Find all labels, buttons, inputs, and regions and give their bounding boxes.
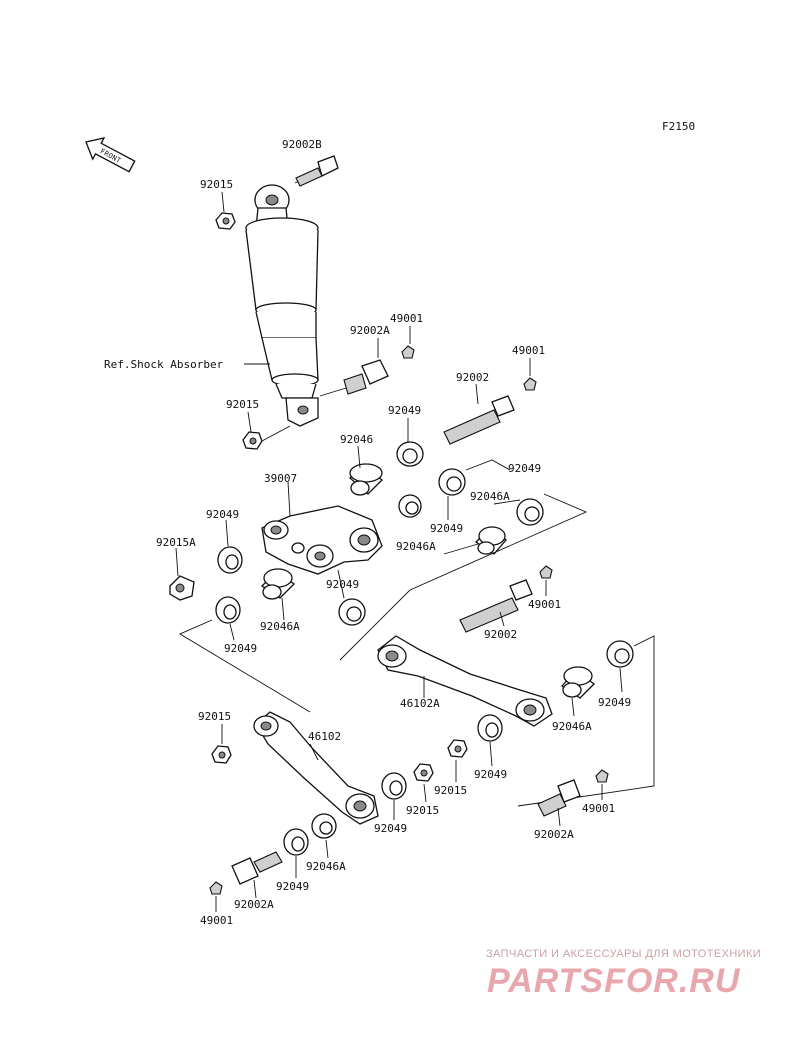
bushing-92046A-e — [311, 813, 337, 839]
nut-92015-mid — [413, 763, 434, 782]
label-92049-c: 92049 — [430, 522, 463, 535]
label-92046A-b: 92046A — [396, 540, 436, 553]
label-92002-mid: 92002 — [484, 628, 517, 641]
washer-92049-j — [283, 828, 309, 856]
grease-nipple-49001-upper — [401, 345, 415, 359]
label-92049-e: 92049 — [326, 578, 359, 591]
bolt-92002A-bottom — [231, 851, 283, 885]
washer-92049-h — [381, 772, 407, 800]
watermark-logo: PARTSFOR.RU — [487, 962, 741, 1000]
label-92049-h: 92049 — [374, 822, 407, 835]
watermark-tagline: ЗАПЧАСТИ И АКСЕССУАРЫ ДЛЯ МОТОТЕХНИКИ — [486, 948, 762, 960]
washer-92049-g — [606, 640, 634, 668]
bushing-92046A-c — [260, 568, 296, 600]
label-92046A-d: 92046A — [552, 720, 592, 733]
bushing-92046A-b — [474, 526, 507, 555]
bolt-92002-upper — [443, 395, 515, 445]
label-92015-mid: 92015 — [406, 804, 439, 817]
label-92002-upper: 92002 — [456, 371, 489, 384]
washer-92049-b — [438, 468, 466, 496]
washer-92049-f — [215, 596, 241, 624]
label-92049-j: 92049 — [276, 880, 309, 893]
washer-92049-e — [338, 598, 366, 626]
label-92049-g: 92049 — [598, 696, 631, 709]
washer-92049-b2 — [516, 498, 544, 526]
figure-code: F2150 — [662, 120, 695, 133]
label-92049-f: 92049 — [224, 642, 257, 655]
label-92046A-a: 92046A — [470, 490, 510, 503]
rocker-arm-39007 — [261, 505, 383, 575]
washer-92049-a — [396, 441, 424, 467]
label-92049-b: 92049 — [508, 462, 541, 475]
nut-92015-top — [215, 212, 236, 230]
bolt-92002A-low — [537, 779, 581, 817]
label-49001-right: 49001 — [512, 344, 545, 357]
shock-absorber — [245, 184, 319, 427]
label-46102: 46102 — [308, 730, 341, 743]
nut-92015-shock — [242, 431, 263, 450]
bushing-92046A-d — [561, 666, 595, 699]
label-39007: 39007 — [264, 472, 297, 485]
bushing-92046 — [349, 463, 383, 496]
label-92002A-bottom: 92002A — [234, 898, 274, 911]
label-92002A-low: 92002A — [534, 828, 574, 841]
label-92015A: 92015A — [156, 536, 196, 549]
label-92015-right: 92015 — [434, 784, 467, 797]
label-92002A-upper: 92002A — [350, 324, 390, 337]
link-46102 — [253, 711, 379, 825]
label-92046A-e: 92046A — [306, 860, 346, 873]
label-92049-a: 92049 — [388, 404, 421, 417]
washer-92049-d — [217, 546, 243, 574]
grease-nipple-49001-low — [595, 769, 609, 783]
bolt-92002-mid — [459, 579, 533, 633]
label-49001-bottom: 49001 — [200, 914, 233, 927]
label-92015-top: 92015 — [200, 178, 233, 191]
nut-92015-link — [211, 745, 232, 764]
bushing-92046A-a — [398, 494, 422, 518]
label-49001-upper: 49001 — [390, 312, 423, 325]
grease-nipple-49001-right — [523, 377, 537, 391]
label-92049-d: 92049 — [206, 508, 239, 521]
label-92002B: 92002B — [282, 138, 322, 151]
label-92046: 92046 — [340, 433, 373, 446]
bolt-92002B — [294, 155, 339, 187]
label-46102A: 46102A — [400, 697, 440, 710]
label-49001-mid: 49001 — [528, 598, 561, 611]
ref-shock-absorber-label: Ref.Shock Absorber — [104, 358, 224, 371]
label-92015-link: 92015 — [198, 710, 231, 723]
bolt-92002A-upper — [319, 359, 389, 397]
front-arrow-icon: FRONT — [85, 137, 136, 173]
label-92046A-c: 92046A — [260, 620, 300, 633]
washer-92049-i — [477, 714, 503, 742]
tie-rod-46102A — [377, 635, 553, 727]
label-92049-i: 92049 — [474, 768, 507, 781]
grease-nipple-49001-bottom — [209, 881, 223, 895]
nut-92015A — [169, 575, 195, 601]
grease-nipple-49001-mid — [539, 565, 553, 579]
nut-92015-right — [447, 739, 468, 758]
label-49001-low: 49001 — [582, 802, 615, 815]
label-92015-shock: 92015 — [226, 398, 259, 411]
